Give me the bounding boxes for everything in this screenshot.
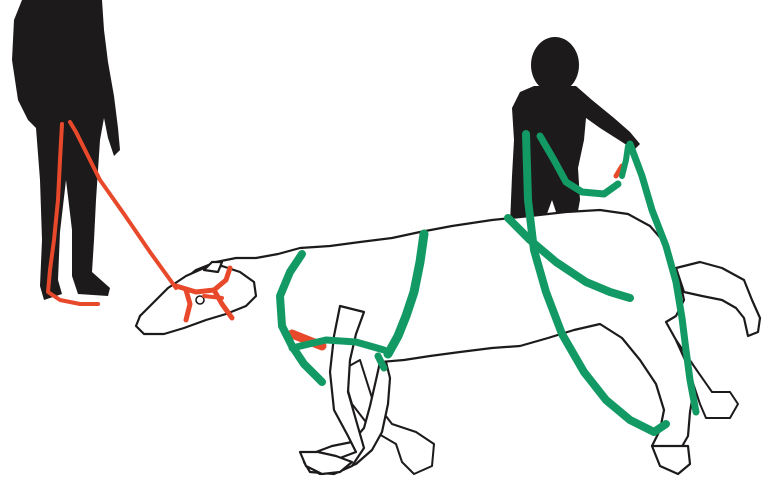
- handler-left-silhouette: [12, 0, 120, 300]
